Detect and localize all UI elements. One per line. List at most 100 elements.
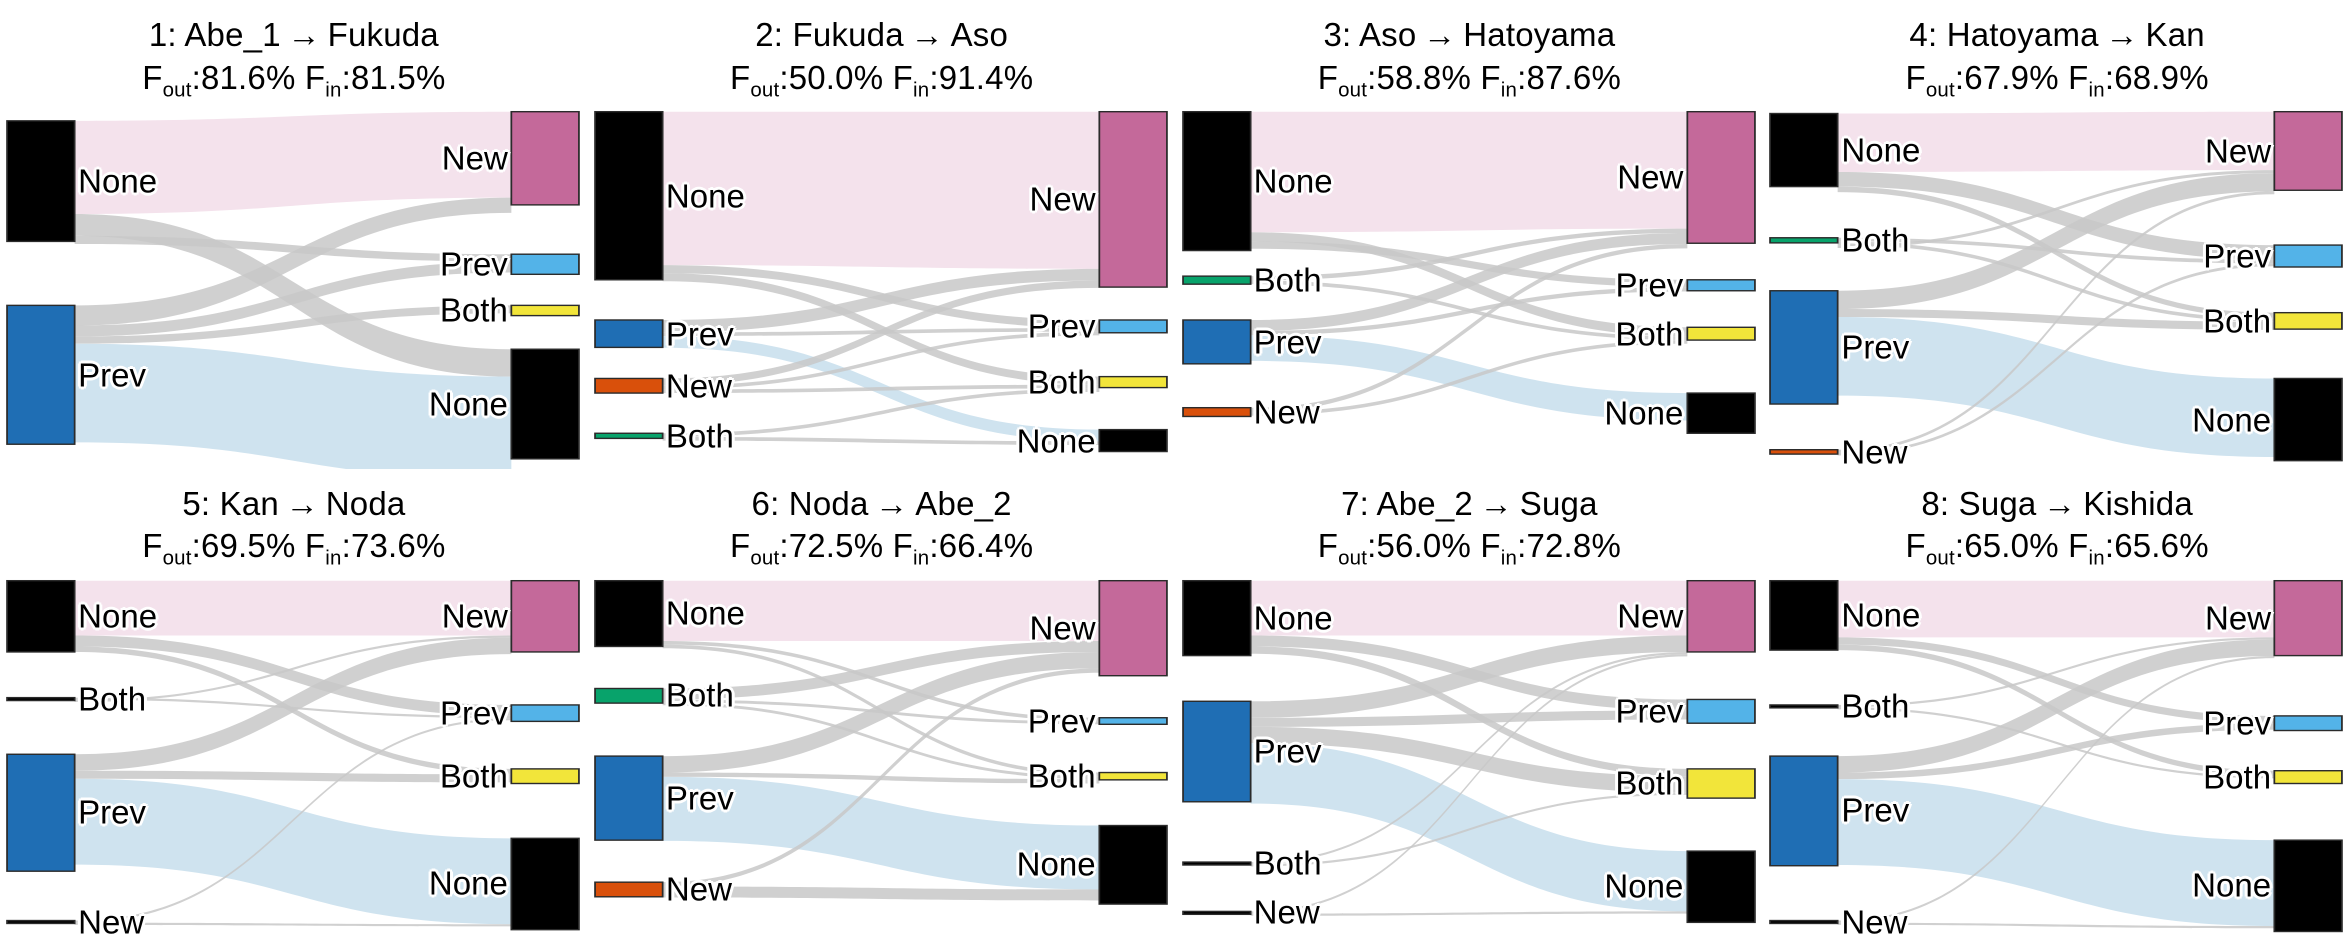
sankey-node-left-none[interactable] xyxy=(1181,579,1252,656)
sankey-node-left-prev[interactable] xyxy=(1181,700,1252,802)
sankey-link xyxy=(1837,263,2275,456)
sankey-node-left-prev[interactable] xyxy=(1181,319,1252,365)
sankey-node-right-both[interactable] xyxy=(1685,326,1756,341)
sankey-node-right-both[interactable] xyxy=(2273,311,2344,330)
sankey-node-right-new[interactable] xyxy=(510,579,580,653)
sankey-link xyxy=(1250,742,1687,911)
sankey-node-right-both[interactable] xyxy=(1685,767,1756,799)
sankey-link xyxy=(74,580,512,636)
sankey-node-left-none[interactable] xyxy=(593,579,664,647)
sankey-node-left-none[interactable] xyxy=(1181,110,1252,252)
sankey-node-left-prev[interactable] xyxy=(1769,754,1839,866)
sankey-node-right-new[interactable] xyxy=(1685,579,1756,653)
sankey-node-left-new[interactable] xyxy=(1769,919,1839,924)
sankey-node-left-none[interactable] xyxy=(593,110,664,281)
sankey-node-left-both[interactable] xyxy=(6,696,76,701)
sankey-link xyxy=(74,235,512,262)
sankey-link xyxy=(74,305,512,344)
sankey-node-right-both[interactable] xyxy=(510,767,580,784)
sankey-link xyxy=(1250,111,1687,233)
sankey-node-right-none[interactable] xyxy=(1685,392,1756,434)
sankey-node-right-prev[interactable] xyxy=(1685,698,1756,724)
sankey-node-left-none[interactable] xyxy=(1769,112,1839,188)
sankey-node-left-prev[interactable] xyxy=(1769,290,1839,405)
sankey-node-right-none[interactable] xyxy=(1098,428,1168,453)
sankey-node-left-both[interactable] xyxy=(1769,237,1839,244)
sankey-node-left-both[interactable] xyxy=(1769,703,1839,709)
panel-transition-label: 3: Aso → Hatoyama xyxy=(1323,16,1616,53)
sankey-node-left-new[interactable] xyxy=(593,377,664,394)
sankey-node-right-both[interactable] xyxy=(1098,375,1168,389)
sankey-chart xyxy=(593,110,1168,453)
sankey-link xyxy=(662,580,1100,641)
panel-flow-stats: Fout:67.9% Fin:68.9% xyxy=(1905,58,2209,102)
sankey-node-left-new[interactable] xyxy=(1181,406,1252,418)
sankey-link xyxy=(1250,233,1687,331)
sankey-node-right-none[interactable] xyxy=(1685,849,1756,923)
sankey-node-right-both[interactable] xyxy=(1098,771,1168,781)
panel-flow-stats: Fout:72.5% Fin:66.4% xyxy=(729,527,1034,570)
sankey-node-right-both[interactable] xyxy=(2273,769,2344,784)
sankey-node-right-none[interactable] xyxy=(1098,824,1168,905)
sankey-node-left-both[interactable] xyxy=(1181,860,1252,866)
sankey-link xyxy=(662,640,1100,721)
sankey-node-left-none[interactable] xyxy=(6,120,76,243)
sankey-node-right-none[interactable] xyxy=(2273,377,2344,462)
sankey-link xyxy=(1837,655,2275,923)
sankey-node-right-prev[interactable] xyxy=(510,253,580,276)
sankey-link xyxy=(1837,309,2275,330)
sankey-node-right-new[interactable] xyxy=(1098,110,1168,288)
sankey-node-left-new[interactable] xyxy=(593,880,664,897)
sankey-node-left-both[interactable] xyxy=(593,432,664,440)
sankey-link xyxy=(1837,237,2275,264)
sankey-node-left-prev[interactable] xyxy=(6,753,76,872)
sankey-node-right-prev[interactable] xyxy=(2273,244,2344,268)
sankey-node-left-new[interactable] xyxy=(1181,910,1252,915)
sankey-node-left-new[interactable] xyxy=(6,919,76,924)
sankey-node-left-both[interactable] xyxy=(1181,275,1252,285)
panel-flow-stats: Fout:58.8% Fin:87.6% xyxy=(1317,58,1622,102)
sankey-node-left-prev[interactable] xyxy=(6,304,76,445)
sankey-node-right-new[interactable] xyxy=(1685,110,1756,244)
sankey-node-right-none[interactable] xyxy=(510,348,580,460)
sankey-link xyxy=(1250,645,1687,776)
sankey-node-left-none[interactable] xyxy=(1769,579,1839,651)
sankey-node-right-none[interactable] xyxy=(2273,838,2344,932)
sankey-node-right-prev[interactable] xyxy=(1098,716,1168,725)
sankey-link xyxy=(1250,651,1687,864)
sankey-link xyxy=(1250,580,1687,636)
sankey-node-right-prev[interactable] xyxy=(1098,319,1168,334)
sankey-node-left-prev[interactable] xyxy=(593,319,664,349)
sankey-node-right-new[interactable] xyxy=(510,110,580,206)
sankey-link xyxy=(662,436,1100,445)
sankey-link xyxy=(1250,635,1687,718)
sankey-node-right-prev[interactable] xyxy=(1685,279,1756,292)
sankey-node-left-prev[interactable] xyxy=(593,754,664,841)
sankey-node-right-new[interactable] xyxy=(2273,579,2344,656)
sankey-link xyxy=(1250,726,1687,793)
sankey-link xyxy=(662,331,1100,390)
sankey-node-right-none[interactable] xyxy=(510,837,580,930)
sankey-node-left-new[interactable] xyxy=(1769,449,1839,455)
sankey-node-right-new[interactable] xyxy=(2273,110,2344,191)
sankey-link xyxy=(662,640,1100,699)
sankey-node-right-new[interactable] xyxy=(1098,579,1168,676)
sankey-node-right-prev[interactable] xyxy=(2273,714,2344,731)
sankey-node-left-none[interactable] xyxy=(6,579,76,653)
sankey-node-right-prev[interactable] xyxy=(510,703,580,722)
panel-flow-stats: Fout:65.0% Fin:65.6% xyxy=(1905,527,2209,570)
sankey-node-left-both[interactable] xyxy=(593,687,664,704)
sankey-link xyxy=(74,111,512,215)
sankey-chart xyxy=(1769,110,2344,462)
sankey-node-right-both[interactable] xyxy=(510,304,580,317)
sankey-chart xyxy=(6,110,580,469)
sankey-link xyxy=(1837,706,2275,778)
